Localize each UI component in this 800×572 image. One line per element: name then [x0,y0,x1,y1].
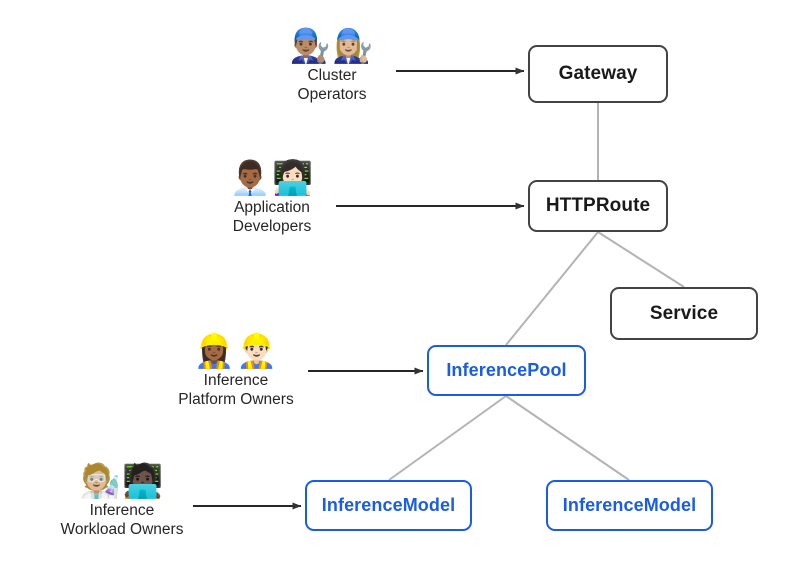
persona-inference-workload-owners-avatar-icons: 🧑🏼‍🔬🧑🏿‍💻 [79,461,165,500]
edge-inferencepool-inferencemodel-left [388,395,507,481]
edge-httproute-inferencepool [505,231,599,346]
persona-cluster-operators: 👨🏽‍🔧👩🏼‍🔧Cluster Operators [276,28,388,104]
persona-cluster-operators-label: Cluster Operators [297,66,367,103]
persona-inference-platform-owners: 👷🏾‍♀️👷🏻‍♂️Inference Platform Owners [161,333,311,409]
persona-application-developers-label: Application Developers [232,198,312,235]
node-httproute[interactable]: HTTPRoute [528,180,668,232]
edge-httproute-service [597,231,685,288]
persona-inference-workload-owners: 🧑🏼‍🔬🧑🏿‍💻Inference Workload Owners [44,463,200,539]
node-inferencemodel-right[interactable]: InferenceModel [546,480,713,531]
persona-inference-platform-owners-avatar-icons: 👷🏾‍♀️👷🏻‍♂️ [193,331,279,370]
persona-application-developers: 👨🏾‍💼👩🏻‍💻Application Developers [214,160,330,236]
persona-application-developers-avatar-icons: 👨🏾‍💼👩🏻‍💻 [229,158,315,197]
edge-inferencepool-inferencemodel-right [505,395,630,481]
persona-cluster-operators-avatar-icons: 👨🏽‍🔧👩🏼‍🔧 [289,26,375,65]
node-inferencepool[interactable]: InferencePool [427,345,586,396]
persona-arrows [193,67,525,510]
node-service[interactable]: Service [610,287,758,340]
node-inferencemodel-left[interactable]: InferenceModel [305,480,472,531]
persona-inference-workload-owners-label: Inference Workload Owners [60,501,184,538]
node-gateway[interactable]: Gateway [528,45,668,103]
persona-inference-platform-owners-label: Inference Platform Owners [178,371,294,408]
